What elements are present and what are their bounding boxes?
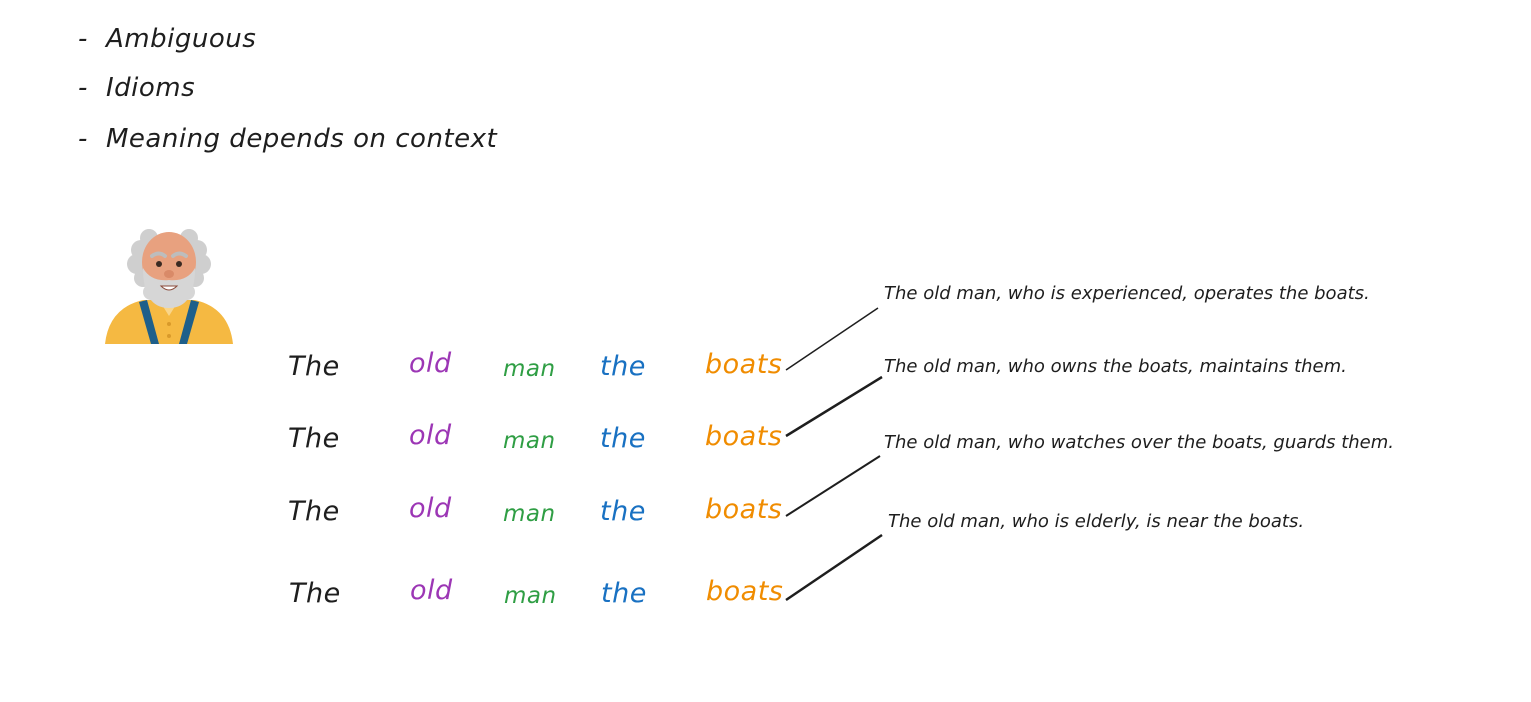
- word-old: old: [410, 575, 453, 606]
- connector-line: [785, 375, 883, 438]
- connector-line: [785, 455, 881, 517]
- word-the: The: [288, 496, 340, 527]
- word-the: The: [288, 351, 340, 382]
- bullet-item-ambiguous: -Ambiguous: [78, 24, 257, 54]
- word-the: The: [288, 423, 340, 454]
- bullet-item-idioms: -Idioms: [78, 73, 196, 103]
- bullet-text: Meaning depends on context: [106, 124, 498, 154]
- word-old: old: [409, 348, 452, 379]
- meaning-text: The old man, who is experienced, operate…: [884, 283, 1370, 304]
- word-the-2: the: [601, 578, 647, 609]
- word-boats: boats: [705, 494, 783, 525]
- word-man: man: [503, 356, 556, 382]
- word-the-2: the: [600, 351, 646, 382]
- word-old: old: [409, 420, 452, 451]
- old-man-avatar-icon: [103, 216, 235, 346]
- word-boats: boats: [705, 349, 783, 380]
- word-boats: boats: [706, 576, 784, 607]
- bullet-item-context: -Meaning depends on context: [78, 124, 498, 154]
- word-the-2: the: [600, 496, 646, 527]
- word-old: old: [409, 493, 452, 524]
- bullet-text: Idioms: [106, 73, 196, 103]
- word-man: man: [504, 583, 557, 609]
- connector-line: [785, 533, 883, 602]
- bullet-text: Ambiguous: [106, 24, 257, 54]
- word-the: The: [289, 578, 341, 609]
- meaning-text: The old man, who owns the boats, maintai…: [884, 356, 1347, 377]
- meaning-text: The old man, who watches over the boats,…: [884, 432, 1394, 453]
- word-man: man: [503, 501, 556, 527]
- meaning-text: The old man, who is elderly, is near the…: [888, 511, 1305, 532]
- word-boats: boats: [705, 421, 783, 452]
- connector-line: [785, 307, 879, 371]
- word-the-2: the: [600, 423, 646, 454]
- word-man: man: [503, 428, 556, 454]
